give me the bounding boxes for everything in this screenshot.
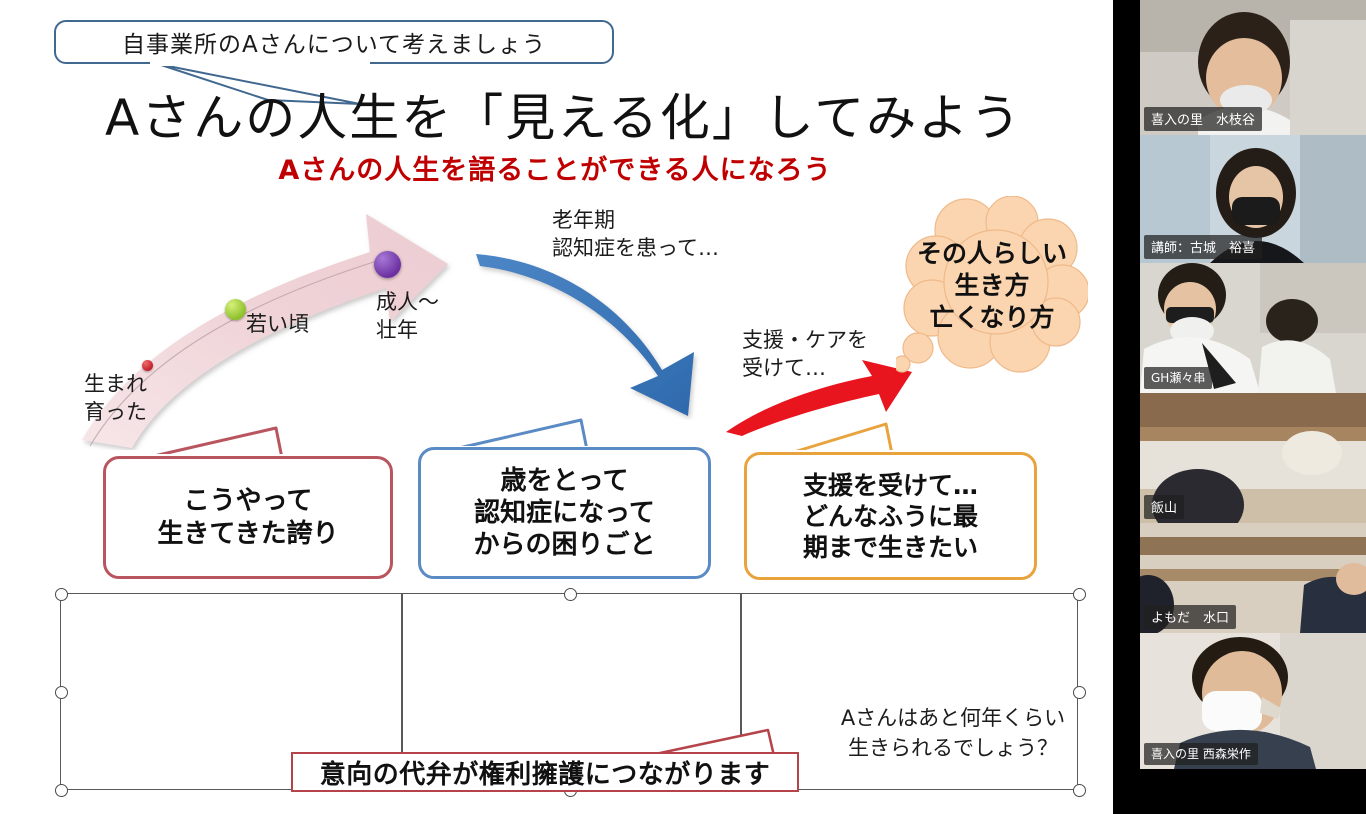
callout-box-support[interactable]: 支援を受けて… どんなふうに最 期まで生きたい bbox=[744, 452, 1037, 580]
label-old-age: 老年期 認知症を患って… bbox=[552, 206, 719, 263]
selection-handle-tl[interactable] bbox=[55, 588, 68, 601]
label-born-line2: 育った bbox=[84, 400, 147, 425]
cloud-line2: 生き方 bbox=[954, 271, 1030, 300]
selection-handle-bl[interactable] bbox=[55, 784, 68, 797]
selection-handle-mr[interactable] bbox=[1073, 686, 1086, 699]
callout-2-line1: 歳をとって bbox=[500, 465, 629, 496]
label-young: 若い頃 bbox=[246, 312, 309, 336]
label-born: 生まれ 育った bbox=[84, 370, 147, 427]
thought-cloud-icon bbox=[896, 196, 1088, 373]
table-column-divider-2 bbox=[740, 594, 742, 791]
label-care: 支援・ケアを 受けて… bbox=[742, 326, 868, 383]
question-line2: 生きられるでしょう？ bbox=[848, 736, 1058, 761]
presentation-slide: 自事業所のAさんについて考えましょう Aさんの人生を「見える化」してみよう Aさ… bbox=[0, 0, 1113, 814]
slide-sub-title: Aさんの人生を語ることができる人になろう bbox=[278, 155, 832, 186]
selection-handle-tr[interactable] bbox=[1073, 588, 1086, 601]
participant-name-5: 喜入の里 西森栄作 bbox=[1144, 743, 1258, 765]
question-line1: Aさんはあと何年くらい bbox=[840, 706, 1066, 730]
question-text: Aさんはあと何年くらい 生きられるでしょう？ bbox=[828, 703, 1078, 764]
label-adult-line2: 壮年 bbox=[376, 318, 418, 343]
marker-dot-adult bbox=[374, 251, 401, 278]
callout-2-line3: からの困りごと bbox=[473, 530, 656, 561]
decline-arrow-icon bbox=[476, 254, 694, 416]
slide-main-title: Aさんの人生を「見える化」してみよう bbox=[105, 89, 1023, 147]
callout-1-line1: こうやって bbox=[183, 486, 313, 517]
marker-dot-youth bbox=[225, 299, 246, 320]
callout-3-line1: 支援を受けて… bbox=[802, 470, 978, 500]
bottom-banner[interactable]: 意向の代弁が権利擁護につながります bbox=[291, 752, 799, 792]
life-rise-arrow-icon bbox=[82, 214, 448, 448]
label-care-line1: 支援・ケアを bbox=[742, 328, 868, 352]
selection-handle-ml[interactable] bbox=[55, 686, 68, 699]
cloud-line3: 亡くなり方 bbox=[929, 303, 1055, 332]
callout-1-line2: 生きてきた誇り bbox=[157, 518, 339, 549]
callout-box-dementia[interactable]: 歳をとって 認知症になって からの困りごと bbox=[418, 447, 711, 579]
participant-name-4: よもだ 水口 bbox=[1144, 605, 1237, 629]
participant-name-3: 飯山 bbox=[1144, 495, 1185, 519]
video-tile-4[interactable]: よもだ 水口 bbox=[1140, 523, 1366, 633]
label-old-line2: 認知症を患って… bbox=[552, 236, 719, 261]
selection-handle-br[interactable] bbox=[1073, 784, 1086, 797]
bottom-banner-text: 意向の代弁が権利擁護につながります bbox=[319, 759, 771, 790]
video-participant-rail: 喜入の里 水枝谷 講師：古城 裕喜 bbox=[1113, 0, 1366, 814]
label-old-line1: 老年期 bbox=[552, 208, 615, 232]
video-tile-3[interactable]: 飯山 bbox=[1140, 393, 1366, 523]
cloud-text: その人らしい 生き方 亡くなり方 bbox=[896, 238, 1088, 334]
label-adult: 成人～ 壮年 bbox=[376, 288, 439, 345]
participant-name-2: GH瀬々串 bbox=[1144, 367, 1213, 389]
table-column-divider-1 bbox=[401, 594, 403, 791]
top-callout-tail-icon bbox=[150, 62, 370, 105]
video-tile-1[interactable]: 講師：古城 裕喜 bbox=[1140, 135, 1366, 263]
participant-name-1: 講師：古城 裕喜 bbox=[1144, 235, 1263, 259]
cloud-line1: その人らしい bbox=[916, 239, 1067, 268]
selection-handle-tc[interactable] bbox=[564, 588, 577, 601]
marker-dot-birth bbox=[142, 360, 153, 371]
label-born-line1: 生まれ bbox=[84, 372, 147, 396]
video-feed-3 bbox=[1140, 393, 1366, 523]
support-arrow-icon bbox=[726, 360, 912, 436]
callout-2-line2: 認知症になって bbox=[474, 497, 655, 528]
video-tile-0[interactable]: 喜入の里 水枝谷 bbox=[1140, 0, 1366, 135]
participant-name-0: 喜入の里 水枝谷 bbox=[1144, 107, 1263, 131]
video-tile-5[interactable]: 喜入の里 西森栄作 bbox=[1140, 633, 1366, 769]
top-callout-text: 自事業所のAさんについて考えましょう bbox=[121, 32, 547, 58]
top-callout-box[interactable]: 自事業所のAさんについて考えましょう bbox=[54, 20, 614, 64]
video-feed-4 bbox=[1140, 523, 1366, 633]
label-adult-line1: 成人～ bbox=[376, 290, 439, 314]
video-tile-2[interactable]: GH瀬々串 bbox=[1140, 263, 1366, 393]
callout-box-pride[interactable]: こうやって 生きてきた誇り bbox=[103, 456, 393, 579]
callout-3-line2: どんなふうに最 bbox=[802, 501, 978, 531]
callout-3-line3: 期まで生きたい bbox=[802, 532, 978, 562]
label-care-line2: 受けて… bbox=[742, 356, 826, 381]
